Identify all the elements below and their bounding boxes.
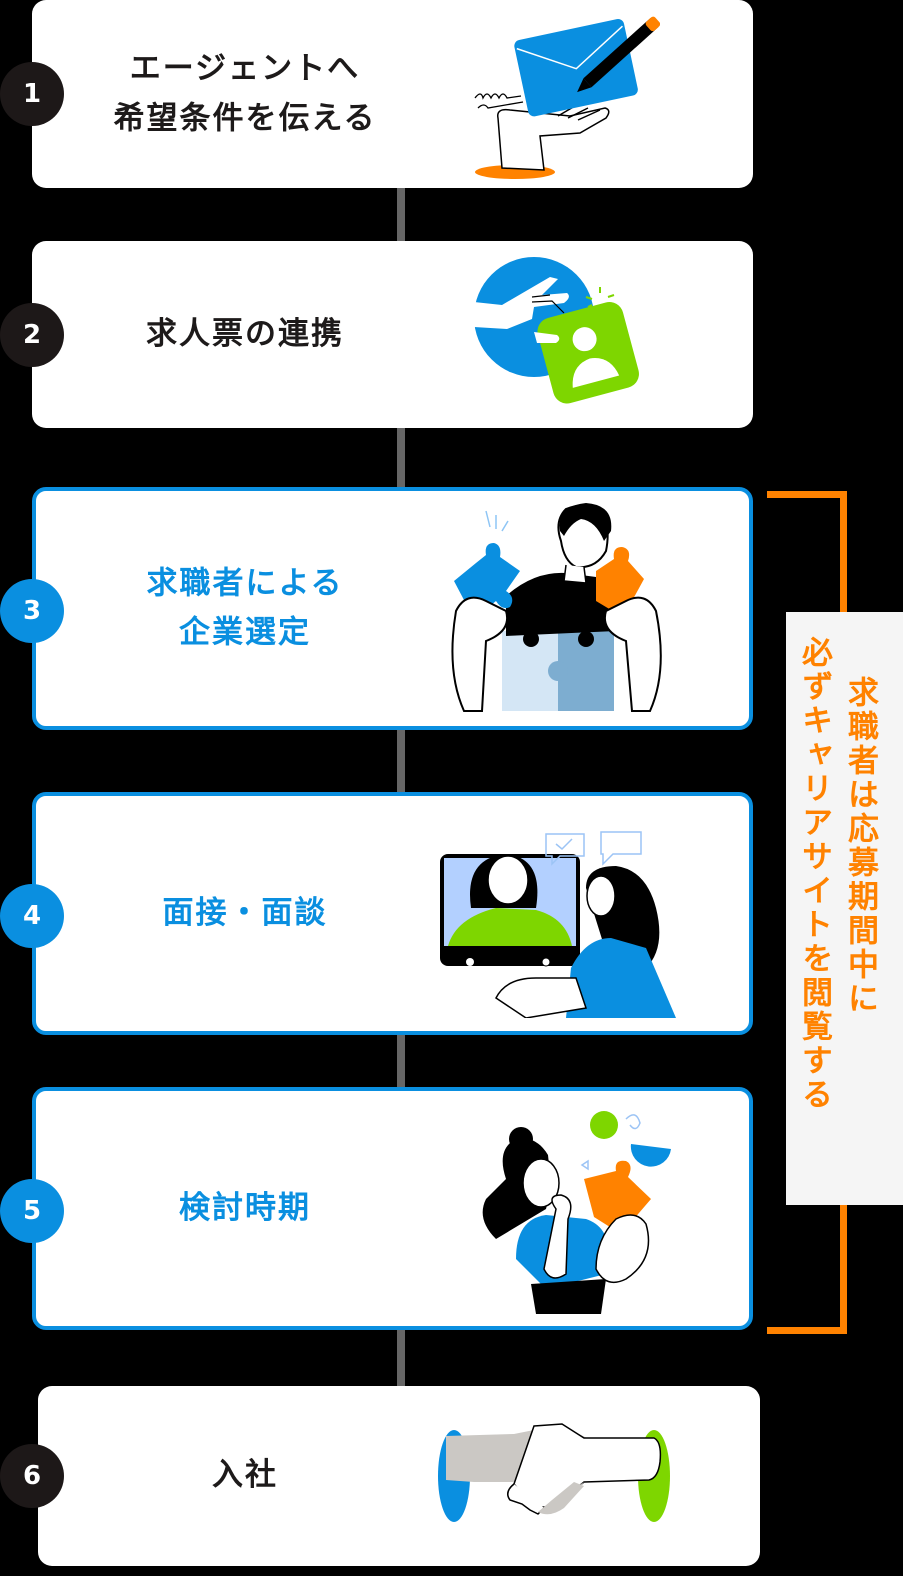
handshake-icon <box>438 1423 670 1522</box>
step-badge-4: 4 <box>0 884 64 948</box>
step-badge-5: 5 <box>0 1179 64 1243</box>
video-interview-icon <box>440 831 676 1018</box>
connector-4-5 <box>397 1035 405 1088</box>
step-badge-2: 2 <box>0 303 64 367</box>
step-card-1: エージェントへ 希望条件を伝える 1 <box>0 0 753 188</box>
puzzle-man-icon <box>451 503 662 712</box>
step-title-5: 検討時期 <box>179 1189 311 1226</box>
step-card-6: 入社 6 <box>0 1386 760 1566</box>
step-badge-1: 1 <box>0 62 64 126</box>
profile-card-hand-icon <box>474 257 639 404</box>
career-site-note: 求職者は応募期間中に 必ずキャリアサイトを閲覧する <box>786 612 903 1205</box>
step-title-6: 入社 <box>212 1457 278 1494</box>
connector-3-4 <box>397 730 405 792</box>
step-title-3: 求職者による 企業選定 <box>146 564 344 651</box>
step-badge-6: 6 <box>0 1444 64 1508</box>
step-card-3: 求職者による 企業選定 3 <box>0 487 753 730</box>
note-line-1: 求職者は応募期間中に <box>842 676 878 1016</box>
connector-2-3 <box>397 428 405 488</box>
step-title-1: エージェントへ 希望条件を伝える <box>113 50 377 136</box>
step-card-2: 求人票の連携 2 <box>0 241 753 428</box>
step-card-4: 面接・面談 4 <box>0 792 753 1035</box>
step-badge-3: 3 <box>0 579 64 643</box>
step-title-4: 面接・面談 <box>162 894 328 931</box>
step-title-2: 求人票の連携 <box>146 315 344 352</box>
step-card-5: 検討時期 5 <box>0 1087 753 1330</box>
connector-5-6 <box>397 1330 405 1387</box>
note-line-2: 必ずキャリアサイトを閲覧する <box>796 636 832 1112</box>
connector-1-2 <box>397 188 405 242</box>
envelope-hand-icon <box>474 16 660 179</box>
thinking-woman-puzzle-icon <box>482 1111 671 1314</box>
